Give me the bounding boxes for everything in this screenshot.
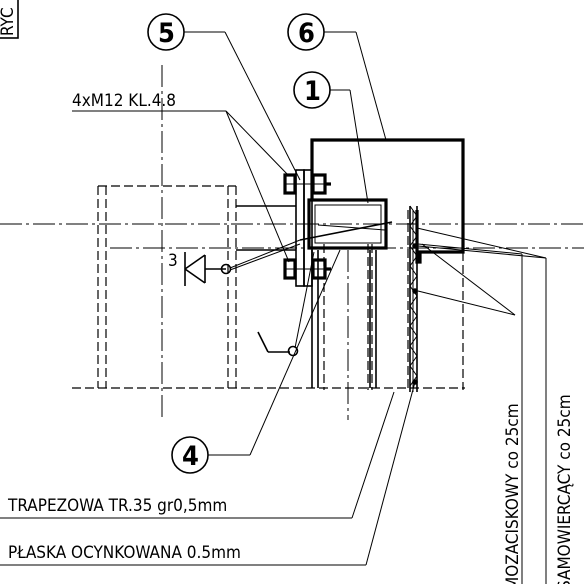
callout-1-label: 1 [304, 76, 321, 107]
fastener-note-1: MOZACISKOWY co 25cm [503, 403, 523, 584]
sheet-trapezoidal-note: TRAPEZOWA TR.35 gr0,5mm [0, 391, 395, 519]
callout-5-label: 5 [158, 18, 175, 49]
callout-5: 5 [147, 13, 301, 181]
hidden-box-section [72, 185, 465, 389]
weld-size-label: 3 [168, 251, 178, 271]
callout-4: 4 [171, 249, 341, 474]
cladding-sheets [409, 205, 418, 392]
sheet-flat-note: PŁASKA OCYNKOWANA 0.5mm [0, 381, 416, 566]
vertical-profile [311, 250, 377, 388]
callout-6-label: 6 [298, 18, 315, 49]
sheet-trapezoidal-label: TRAPEZOWA TR.35 gr0,5mm [7, 496, 227, 516]
hidden-lines-right [323, 200, 464, 390]
fastener-note-2: SAMOWIERCĄCY co 25cm [555, 394, 575, 584]
callout-6: 6 [287, 13, 387, 141]
bolt-note-label: 4xM12 KL.4.8 [72, 91, 176, 111]
callout-1: 1 [293, 71, 369, 204]
fastener-notes: MOZACISKOWY co 25cm SAMOWIERCĄCY co 25cm [416, 227, 575, 584]
weld-symbol: 3 [168, 239, 301, 286]
callout-4-label: 4 [182, 441, 199, 472]
tube-section [299, 198, 393, 250]
bolt-upper [283, 173, 331, 195]
bolt-lower [283, 258, 331, 280]
sheet-flat-label: PŁASKA OCYNKOWANA 0.5mm [8, 543, 241, 563]
bolt-note: 4xM12 KL.4.8 [72, 91, 290, 263]
title-box: RYC [0, 0, 19, 39]
site-weld-flag [257, 251, 315, 357]
title-box-text: RYC [0, 7, 18, 36]
center-lines [0, 65, 584, 420]
